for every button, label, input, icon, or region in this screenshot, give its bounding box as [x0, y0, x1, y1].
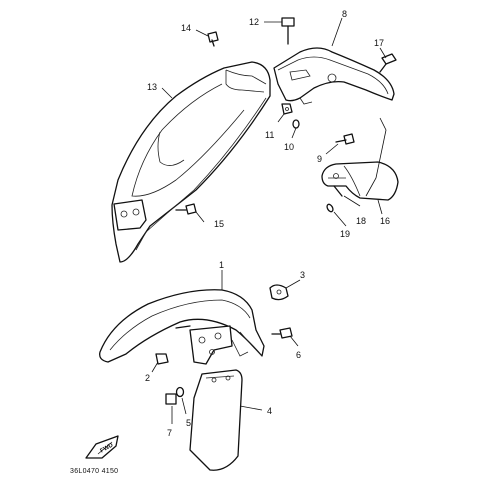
washer-10 [292, 119, 300, 129]
front-fender [99, 289, 265, 365]
rear-fender [111, 61, 271, 263]
bolt-15 [175, 203, 197, 215]
nut-11 [281, 103, 293, 115]
callout-10: 10 [284, 142, 294, 152]
bolt-14 [207, 31, 219, 47]
callout-11: 11 [265, 130, 274, 140]
callout-15: 15 [214, 219, 224, 229]
callout-19: 19 [340, 229, 350, 239]
mud-flap [189, 369, 243, 471]
callout-6: 6 [296, 350, 301, 360]
callout-16: 16 [380, 216, 390, 226]
nut-7 [165, 393, 177, 405]
callout-1: 1 [219, 260, 224, 270]
callout-12: 12 [249, 17, 259, 27]
callouts: 14 12 8 17 13 11 10 9 15 18 16 19 1 3 6 … [145, 9, 390, 438]
callout-13: 13 [147, 82, 157, 92]
leader-lines [151, 17, 387, 424]
forward-direction-arrow: FWD [85, 435, 119, 459]
callout-4: 4 [267, 406, 272, 416]
callout-9: 9 [317, 154, 322, 164]
callout-2: 2 [145, 373, 150, 383]
nut-2 [155, 353, 169, 365]
callout-14: 14 [181, 23, 191, 33]
bolt-6 [271, 327, 293, 339]
callout-7: 7 [167, 428, 172, 438]
hardware [155, 17, 397, 405]
diagram-code: 36L0470 4150 [70, 468, 118, 475]
callout-18: 18 [356, 216, 366, 226]
washer-5 [175, 386, 185, 398]
bolt-9 [335, 133, 355, 145]
part-18 [333, 185, 343, 197]
license-light-bracket [321, 161, 399, 201]
fender-stay [273, 47, 395, 105]
clip-19 [326, 203, 334, 213]
bolt-12 [281, 17, 295, 45]
grommet-3 [269, 284, 289, 301]
callout-3: 3 [300, 270, 305, 280]
callout-17: 17 [374, 38, 384, 48]
callout-5: 5 [186, 418, 191, 428]
callout-8: 8 [342, 9, 347, 19]
screw-17 [379, 53, 397, 73]
